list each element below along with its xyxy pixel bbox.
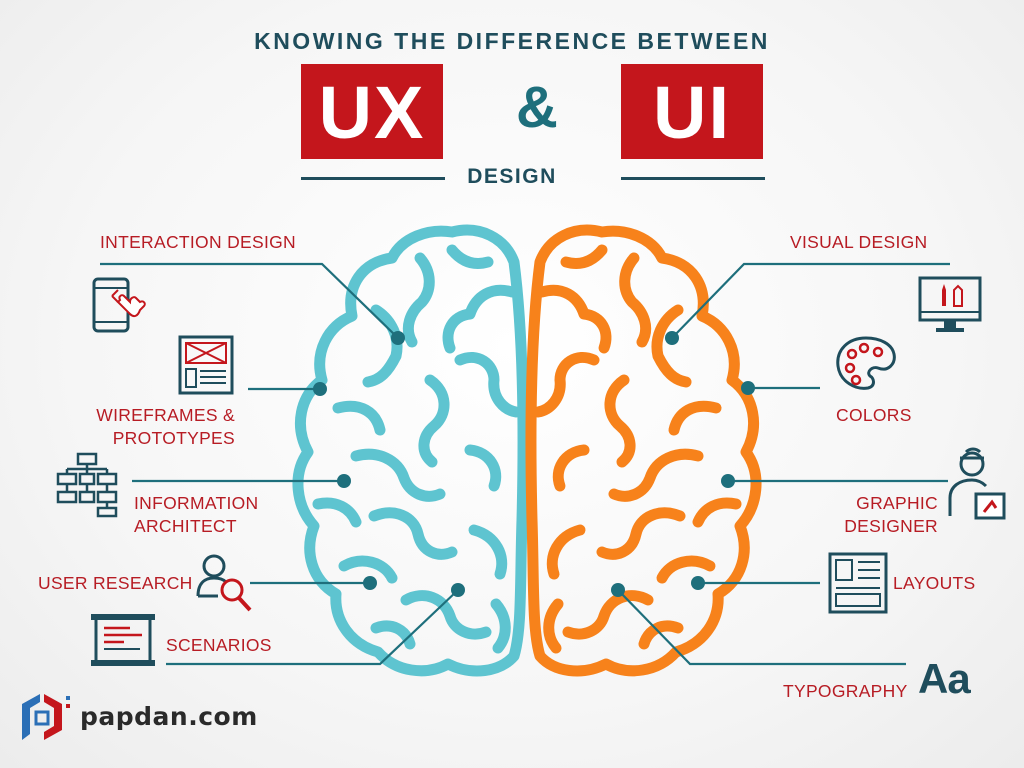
papdan-logo-icon (22, 694, 70, 740)
ui-box: UI (621, 64, 763, 159)
tablet-touch-icon (92, 277, 146, 333)
ui-brain-hemisphere (525, 224, 762, 677)
left-rule (301, 177, 445, 180)
subheading: DESIGN (467, 165, 557, 188)
right-rule (621, 177, 765, 180)
label-typography: TYPOGRAPHY (783, 681, 908, 701)
palette-icon (836, 336, 896, 390)
connector-visual-design (671, 262, 950, 339)
designer-icon (948, 447, 1006, 520)
dot-graphic-designer (721, 474, 735, 488)
dot-wireframes (313, 382, 327, 396)
label-interaction-design: INTERACTION DESIGN (100, 232, 296, 252)
label-visual-design: VISUAL DESIGN (790, 232, 928, 252)
label-user-research: USER RESEARCH (38, 573, 193, 593)
wireframe-icon (178, 335, 234, 395)
ui-connector-dots (611, 331, 755, 597)
connector-typography (617, 589, 906, 666)
ui-connectors (617, 262, 950, 666)
ampersand: & (516, 75, 558, 140)
layout-icon (828, 552, 888, 614)
scroll-document-icon (91, 614, 155, 666)
ux-connectors (100, 262, 459, 666)
dot-colors (741, 381, 755, 395)
label-colors: COLORS (836, 405, 912, 425)
heading: KNOWING THE DIFFERENCE BETWEEN (254, 28, 770, 54)
sitemap-icon (56, 452, 118, 518)
label-wireframes: WIREFRAMES &PROTOTYPES (96, 405, 235, 448)
dot-user-research (363, 576, 377, 590)
connector-scenarios (166, 589, 459, 666)
dot-interaction-design (391, 331, 405, 345)
ux-connector-dots (313, 331, 465, 597)
connector-interaction-design (100, 262, 399, 339)
typography-icon: Aa (918, 655, 971, 702)
monitor-tools-icon (918, 276, 982, 332)
dot-layouts (691, 576, 705, 590)
ux-box: UX (301, 64, 443, 159)
label-layouts: LAYOUTS (893, 573, 976, 593)
ux-brain-hemisphere (292, 224, 529, 677)
dot-typography (611, 583, 625, 597)
user-search-icon (196, 554, 252, 612)
dot-information-architect (337, 474, 351, 488)
dot-scenarios (451, 583, 465, 597)
label-scenarios: SCENARIOS (166, 635, 272, 655)
dot-visual-design (665, 331, 679, 345)
brand-name: papdan.com (80, 702, 258, 731)
